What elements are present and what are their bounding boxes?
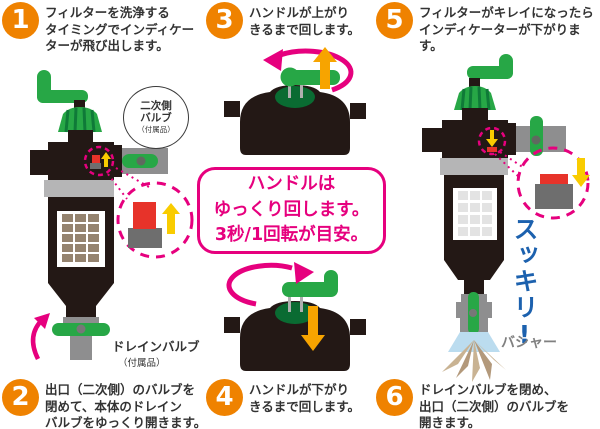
step-3-text: ハンドルが上がり きるまで回します。 — [249, 5, 361, 37]
drain-valve-label: ドレインバルブ （付属品） — [112, 336, 200, 369]
rotate-ccw-arrow-icon — [263, 48, 354, 93]
filter-device-illustration-left — [30, 70, 194, 361]
down-arrow-icon — [572, 158, 590, 187]
up-arrow-icon — [313, 47, 337, 89]
drain-valve-handle — [52, 323, 110, 336]
step-5-text: フィルターがキレイになったら インディケーターが下がります。 — [419, 5, 594, 53]
crank-handle-icon — [467, 54, 513, 90]
filter-head-turn-down-illustration — [224, 262, 366, 371]
indicator-popped-small — [83, 145, 115, 177]
step-5: 5 フィルターがキレイになったら インディケーターが下がります。 — [376, 2, 600, 55]
up-arrow-icon — [162, 203, 180, 234]
indicator-down-small — [477, 126, 507, 156]
step-1-text: フィルターを洗浄する タイミングでインディケー ターが飛び出します。 — [45, 5, 195, 53]
step-2: 2 出口（二次側）のバルブを 閉めて、本体のドレイン バルブをゆっくり開きます。 — [2, 379, 212, 429]
crank-handle-icon — [37, 70, 88, 114]
step-1-number-badge: 1 — [2, 2, 39, 39]
indicator-popped-magnified — [107, 167, 194, 259]
step-2-text: 出口（二次側）のバルブを 閉めて、本体のドレイン バルブをゆっくり開きます。 — [45, 382, 207, 429]
step-6: 6 ドレインバルブを閉め、 出口（二次側）のバルブを 開きます。 — [376, 379, 586, 429]
step-4-number-badge: 4 — [206, 379, 243, 416]
drain-valve-handle — [468, 292, 479, 334]
step-3: 3 ハンドルが上がり きるまで回します。 — [206, 2, 376, 39]
step-4-text: ハンドルが下がり きるまで回します。 — [249, 382, 361, 414]
secondary-valve-label-sub: （付属品） — [137, 125, 175, 135]
water-splash-icon — [442, 332, 506, 382]
step-1: 1 フィルターを洗浄する タイミングでインディケー ターが飛び出します。 — [2, 2, 202, 55]
crank-handle-icon — [282, 270, 338, 297]
secondary-valve-label: 二次側 バルブ （付属品） — [123, 86, 189, 149]
down-arrow-icon — [301, 306, 325, 351]
step-2-number-badge: 2 — [2, 379, 39, 416]
secondary-valve-label-name: 二次側 バルブ — [140, 99, 172, 124]
rotate-cw-arrow-icon — [226, 262, 314, 307]
rotate-open-arrow-icon — [30, 313, 50, 361]
up-arrow-icon — [101, 152, 111, 167]
indicator-down-magnified — [494, 146, 590, 220]
step-6-number-badge: 6 — [376, 379, 413, 416]
step-3-number-badge: 3 — [206, 2, 243, 39]
crank-handle-icon — [280, 67, 340, 87]
handle-speed-note: ハンドルは ゆっくり回します。 3秒/1回転が目安。 — [197, 167, 386, 254]
step-4: 4 ハンドルが下がり きるまで回します。 — [206, 379, 376, 416]
step-6-text: ドレインバルブを閉め、 出口（二次側）のバルブを 開きます。 — [419, 382, 570, 429]
drain-valve-label-name: ドレインバルブ — [112, 339, 200, 354]
drain-valve-label-sub: （付属品） — [118, 358, 166, 369]
filter-device-illustration-right — [422, 54, 590, 382]
step-5-number-badge: 5 — [376, 2, 413, 39]
secondary-valve-handle — [122, 154, 158, 168]
splash-sound-text: バシャー — [501, 335, 557, 351]
filter-head-turn-up-illustration — [224, 47, 366, 155]
down-arrow-icon — [486, 130, 498, 147]
secondary-valve-handle — [530, 116, 543, 156]
filter-window-clean — [453, 182, 497, 246]
filter-window-dirty — [57, 204, 105, 274]
clean-exclaim-text: スッキリ! — [510, 216, 539, 350]
